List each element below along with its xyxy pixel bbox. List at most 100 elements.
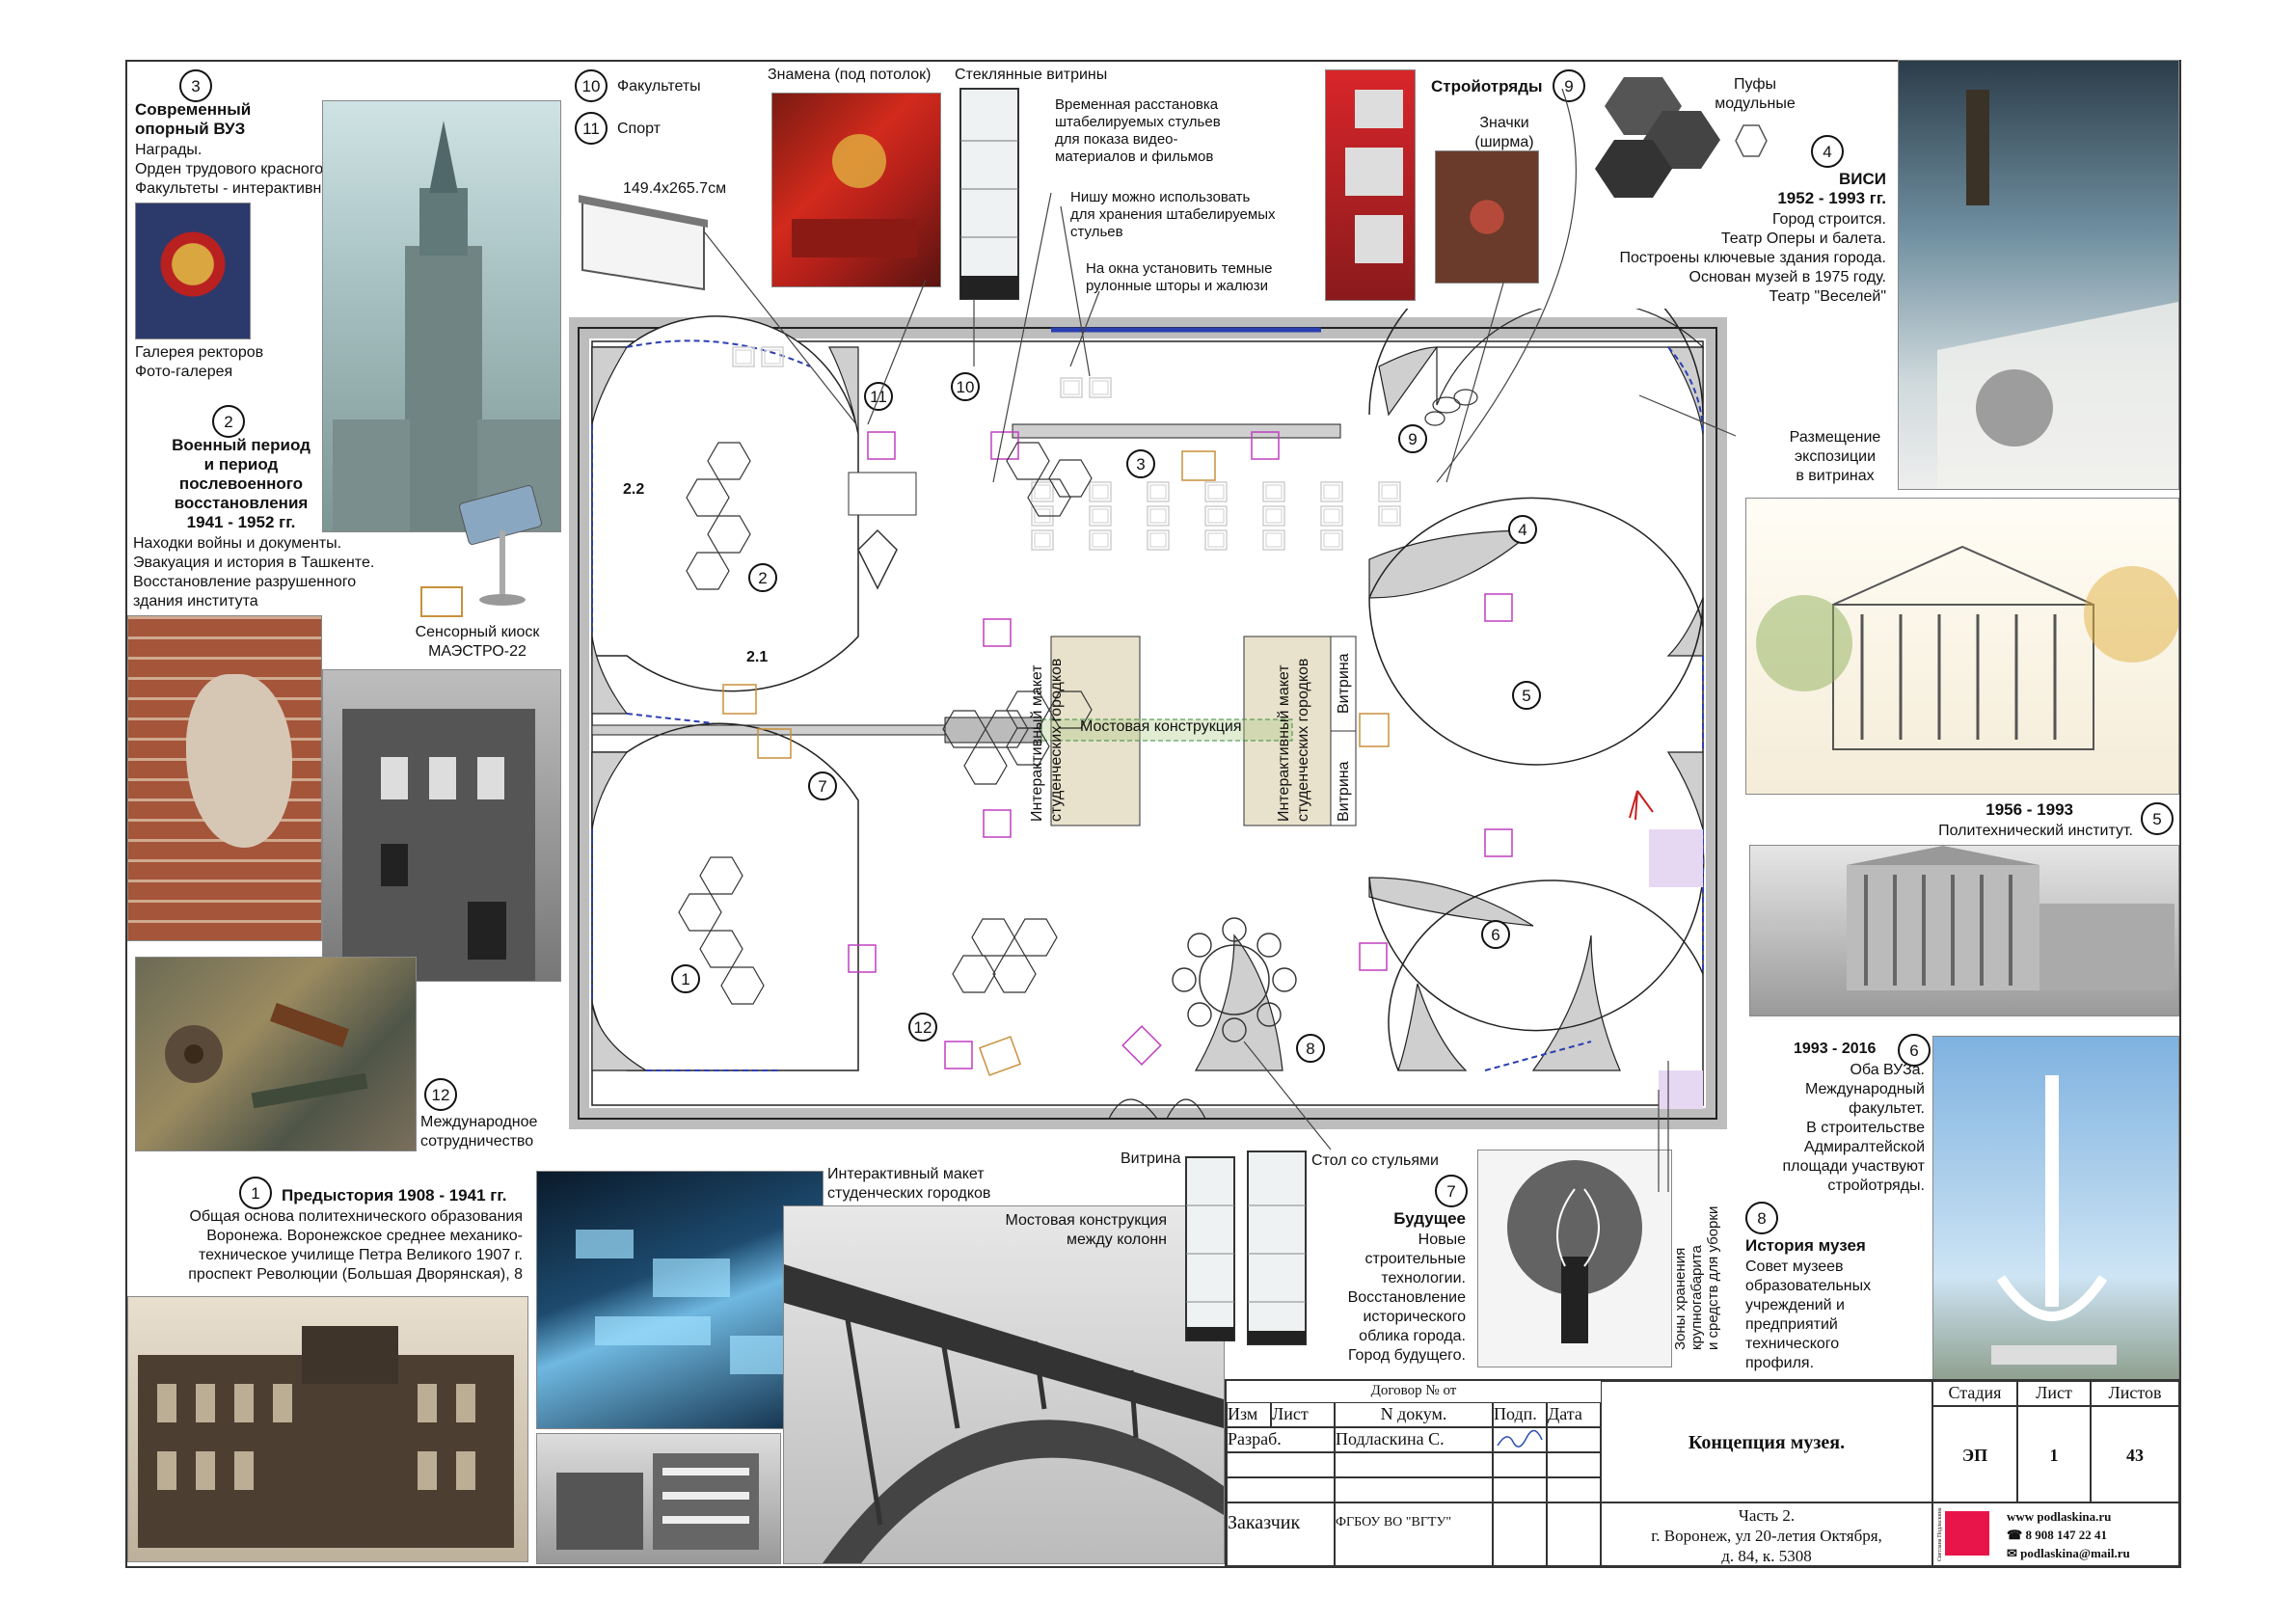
- ruined-building-image: [322, 669, 561, 982]
- zone-2-2-label: 2.2: [623, 481, 645, 498]
- screen-partition-image: [1325, 69, 1416, 301]
- developer-name: Подласкина С.: [1335, 1427, 1493, 1452]
- section-12-label: Международное сотрудничество: [420, 1114, 538, 1150]
- section-2-title: Военный период и период послевоенного во…: [172, 436, 311, 531]
- section-10-label: Факультеты: [617, 78, 701, 95]
- header-date: Дата: [1547, 1402, 1601, 1427]
- order-medal-image: [135, 203, 251, 339]
- banners-label: Знамена (под потолок): [768, 67, 932, 83]
- email-text: podlaskina@mail.ru: [2020, 1546, 2130, 1560]
- pouf-hexagon-icon: [1735, 124, 1768, 157]
- empty-row-2a: [1227, 1477, 1335, 1502]
- section-1-number: 1: [239, 1177, 272, 1209]
- header-izm: Изм: [1227, 1402, 1271, 1427]
- tower-building-image: [322, 100, 561, 532]
- storage-zones-label: Зоны хранения крупногабарита и средств д…: [1672, 1205, 1721, 1350]
- plan-marker-3: 3: [1126, 449, 1155, 478]
- section-7-number: 7: [1435, 1175, 1468, 1207]
- plan-marker-11: 11: [864, 382, 893, 411]
- bridge-construction-label: Мостовая конструкция: [1080, 718, 1242, 735]
- constructivist-building-image: [536, 1433, 781, 1564]
- empty-row-2d: [1547, 1477, 1601, 1502]
- model-left-label: Интерактивный макет студенческих городко…: [1029, 658, 1065, 822]
- plan-marker-6: 6: [1481, 920, 1510, 949]
- bridge-image: [783, 1205, 1225, 1564]
- war-artifacts-image: [135, 957, 417, 1151]
- designer-website: www podlaskina.ru: [2007, 1509, 2112, 1524]
- rectors-gallery-text: Галерея ректоров Фото-галерея: [135, 344, 264, 380]
- designer-logo-icon: [1945, 1511, 1989, 1556]
- header-signature: Подп.: [1493, 1402, 1547, 1427]
- section-5-title: 1956 - 1993: [1985, 800, 2073, 819]
- signature-icon: [1497, 1429, 1543, 1448]
- section-4-number: 4: [1811, 135, 1844, 168]
- glass-vitrine-image: [957, 83, 1022, 305]
- plan-marker-2: 2: [748, 563, 777, 592]
- anchor-monument-image: [1932, 1036, 2179, 1381]
- project-address: Часть 2. г. Воронеж, ул 20-летия Октября…: [1601, 1502, 1932, 1566]
- phone-text: 8 908 147 22 41: [2025, 1528, 2107, 1542]
- section-5-number: 5: [2141, 802, 2174, 835]
- screen-size: 149.4x265.7см: [623, 180, 727, 197]
- future-tree-sketch: [1477, 1150, 1672, 1367]
- plan-marker-8: 8: [1296, 1034, 1325, 1063]
- section-8-body: Совет музеев образовательных учреждений …: [1745, 1259, 1872, 1371]
- section-2-number: 2: [212, 405, 245, 438]
- header-list: Лист: [1271, 1402, 1335, 1427]
- glass-vitrines-label: Стеклянные витрины: [955, 67, 1108, 83]
- temporary-chairs-note: Временная расстановка штабелируемых стул…: [1055, 96, 1221, 165]
- historic-school-image: [127, 1296, 528, 1562]
- niche-storage-note: Нишу можно использовать для хранения шта…: [1070, 189, 1276, 240]
- bridge-caption: Мостовая конструкция между колонн: [1005, 1212, 1167, 1248]
- museum-exhibit-image: [1898, 60, 2179, 490]
- title-block: Договор № от Изм Лист N докум. Подп. Дат…: [1225, 1379, 2179, 1566]
- plan-marker-9: 9: [1398, 424, 1427, 453]
- section-1-title: Предыстория 1908 - 1941 гг.: [282, 1186, 507, 1204]
- kiosk-legend-marker: [420, 586, 463, 617]
- plan-marker-7: 7: [808, 771, 837, 800]
- designer-email: ✉ podlaskina@mail.ru: [2007, 1546, 2130, 1560]
- poufs-image: [1576, 68, 1730, 212]
- section-4-body: Город строится. Театр Оперы и балета. По…: [1619, 211, 1886, 305]
- interactive-model-caption: Интерактивный макет студенческих городко…: [827, 1166, 991, 1202]
- developer-label: Разраб.: [1227, 1427, 1335, 1452]
- customer-date-cell: [1547, 1502, 1601, 1566]
- projector-screen-image: [579, 183, 710, 295]
- project-title: Концепция музея.: [1601, 1381, 1932, 1502]
- section-6-body: Оба ВУЗа. Международный факультет. В стр…: [1782, 1062, 1925, 1194]
- plan-marker-4: 4: [1508, 515, 1537, 544]
- table-chairs-label: Стол со стульями: [1311, 1152, 1439, 1169]
- header-document: N докум.: [1335, 1402, 1493, 1427]
- tower-drawing: [333, 121, 560, 531]
- sheets-value: 43: [2091, 1406, 2179, 1502]
- section-3-title: Современный опорный ВУЗ: [135, 100, 252, 138]
- section-10-number: 10: [575, 69, 608, 102]
- sheet-header: Лист: [2017, 1381, 2091, 1406]
- designer-seal-text: Светлана Подласкина дизайн интерьера: [1937, 1507, 1943, 1562]
- plan-marker-1: 1: [671, 964, 700, 993]
- vitrine-placement-label: Размещение экспозиции в витринах: [1789, 429, 1881, 484]
- contract-number: Договор № от: [1370, 1383, 1457, 1398]
- opera-theatre-sketch: [1745, 498, 2179, 795]
- stage-value: ЭП: [1932, 1406, 2017, 1502]
- plan-marker-10: 10: [951, 372, 980, 401]
- sheets-header: Листов: [2091, 1381, 2179, 1406]
- sheet-value: 1: [2017, 1406, 2091, 1502]
- customer-sign-cell: [1493, 1502, 1547, 1566]
- section-11-label: Спорт: [617, 121, 661, 137]
- section-7-body: Новые строительные технологии. Восстанов…: [1347, 1232, 1466, 1364]
- empty-row-1a: [1227, 1452, 1335, 1477]
- model-right-label: Интерактивный макет студенческих городко…: [1276, 658, 1311, 822]
- section-1-body: Общая основа политехнического образовани…: [188, 1208, 523, 1283]
- interactive-model-image: [536, 1171, 824, 1429]
- section-7-title: Будущее: [1393, 1209, 1466, 1228]
- section-2-body: Находки войны и документы. Эвакуация и и…: [133, 535, 375, 609]
- signature-cell: [1493, 1427, 1547, 1452]
- customer-label: Заказчик: [1227, 1502, 1335, 1566]
- section-6-title: 1993 - 2016: [1794, 1041, 1877, 1057]
- kiosk-image: [457, 482, 554, 608]
- section-3-number: 3: [179, 69, 212, 102]
- window-blinds-note: На окна установить темные рулонные шторы…: [1086, 260, 1273, 294]
- section-6-number: 6: [1898, 1034, 1931, 1067]
- badges-label: Значки (ширма): [1474, 115, 1534, 150]
